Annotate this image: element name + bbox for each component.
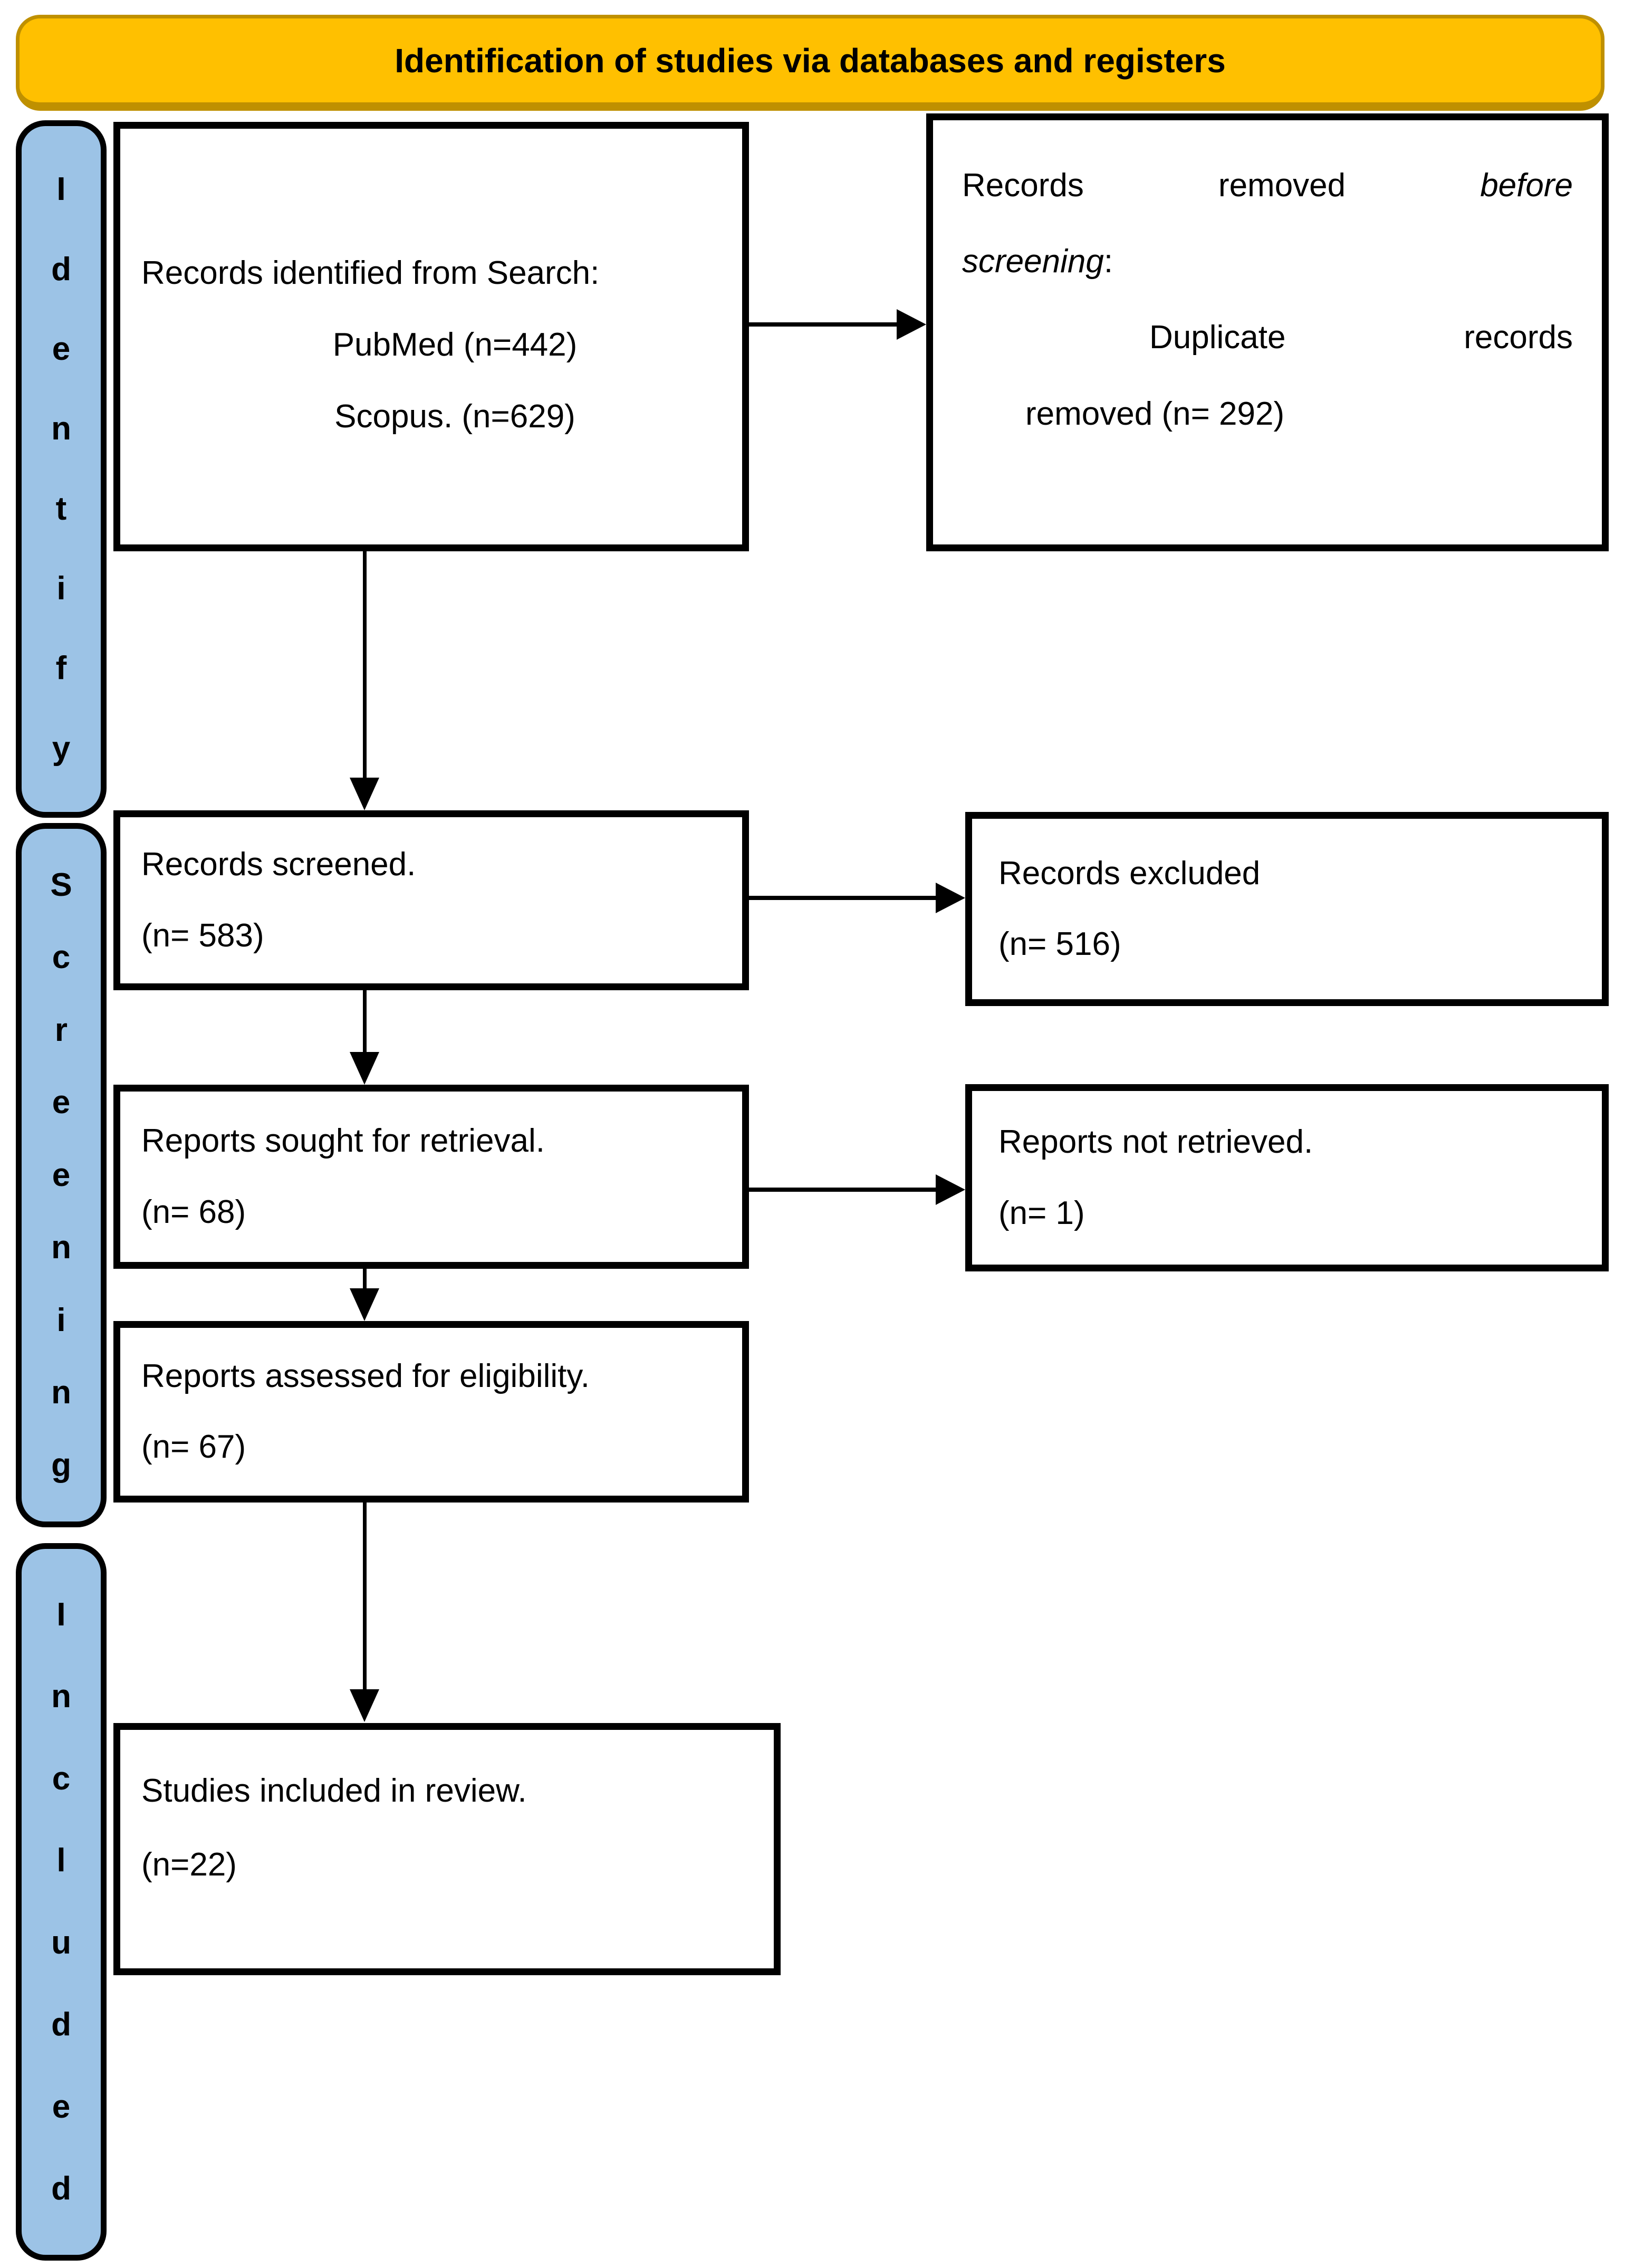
stage-letter: i <box>56 1302 66 1338</box>
reports-not-retrieved-label: Reports not retrieved. <box>998 1124 1313 1161</box>
box-reports-assessed: Reports assessed for eligibility. (n= 67… <box>113 1321 749 1503</box>
stage-letter: n <box>51 1229 71 1266</box>
studies-included-label: Studies included in review. <box>141 1773 527 1809</box>
stage-letter: f <box>55 650 67 687</box>
source-scopus: Scopus. (n=629) <box>334 398 575 435</box>
records-screened-count: (n= 583) <box>141 917 264 954</box>
stage-letter: c <box>52 939 71 975</box>
arrowhead-down-icon <box>350 1052 379 1085</box>
stage-letter: y <box>52 730 71 767</box>
stage-letter: l <box>56 1842 66 1879</box>
records-removed-line2: screening: <box>962 244 1573 280</box>
arrowhead-right-icon <box>897 309 926 340</box>
stage-letter: e <box>52 2088 71 2125</box>
arrow-line <box>363 1268 367 1290</box>
arrow-line <box>363 1502 367 1691</box>
arrow-line <box>363 551 367 779</box>
arrow-line <box>749 896 936 900</box>
arrowhead-down-icon <box>350 1288 379 1321</box>
stage-letter: t <box>55 490 67 527</box>
stage-letter: S <box>50 866 72 903</box>
reports-assessed-label: Reports assessed for eligibility. <box>141 1357 590 1394</box>
stage-letter: n <box>51 1678 71 1715</box>
stage-letter: d <box>51 2006 71 2043</box>
reports-sought-count: (n= 68) <box>141 1193 246 1230</box>
stage-letter: g <box>51 1447 71 1484</box>
records-removed-line1: Records removed before <box>962 167 1573 204</box>
stage-letter: i <box>56 570 66 607</box>
stage-letter: n <box>51 1374 71 1411</box>
arrow-line <box>749 322 903 327</box>
box-records-identified: Records identified from Search: PubMed (… <box>113 122 749 551</box>
records-removed-line3: Duplicate records <box>1149 320 1573 356</box>
stage-letter: I <box>56 171 66 208</box>
reports-assessed-count: (n= 67) <box>141 1429 246 1465</box>
word-italic: screening <box>962 243 1104 280</box>
box-records-screened: Records screened. (n= 583) <box>113 810 749 990</box>
stage-letter: e <box>52 1156 71 1193</box>
studies-included-count: (n=22) <box>141 1846 237 1883</box>
reports-not-retrieved-count: (n= 1) <box>998 1194 1085 1231</box>
arrow-line <box>749 1188 936 1192</box>
word-italic: before <box>1480 167 1573 204</box>
arrowhead-down-icon <box>350 1689 379 1722</box>
stage-letter: n <box>51 410 71 447</box>
stage-letter: e <box>52 330 71 367</box>
stage-letter: d <box>51 2170 71 2207</box>
word: Records <box>962 167 1084 204</box>
stage-letter: r <box>54 1011 68 1048</box>
box-studies-included: Studies included in review. (n=22) <box>113 1723 781 1975</box>
stage-letter: e <box>52 1084 71 1121</box>
records-excluded-count: (n= 516) <box>998 926 1121 962</box>
records-screened-label: Records screened. <box>141 846 416 883</box>
reports-sought-label: Reports sought for retrieval. <box>141 1123 545 1160</box>
banner: Identification of studies via databases … <box>16 15 1604 111</box>
stage-letter: c <box>52 1760 71 1797</box>
stage-letter: d <box>51 251 71 288</box>
records-removed-count: removed (n= 292) <box>1025 395 1285 432</box>
box-reports-not-retrieved: Reports not retrieved. (n= 1) <box>965 1084 1609 1271</box>
arrowhead-down-icon <box>350 778 379 810</box>
diagram-title: Identification of studies via databases … <box>395 41 1226 80</box>
records-excluded-label: Records excluded <box>998 855 1261 892</box>
box-records-excluded: Records excluded (n= 516) <box>965 812 1609 1006</box>
box-records-removed: Records removed before screening: Duplic… <box>926 113 1609 551</box>
stage-letter: I <box>56 1596 66 1633</box>
records-identified-title: Records identified from Search: <box>141 255 600 291</box>
word: removed <box>1218 167 1346 204</box>
arrowhead-right-icon <box>936 883 965 913</box>
arrowhead-right-icon <box>936 1174 965 1205</box>
word: records <box>1464 319 1573 356</box>
source-pubmed: PubMed (n=442) <box>332 327 578 363</box>
colon: : <box>1103 243 1113 280</box>
word: Duplicate <box>1149 319 1286 356</box>
arrow-line <box>363 989 367 1054</box>
box-reports-sought: Reports sought for retrieval. (n= 68) <box>113 1085 749 1269</box>
stage-letter: u <box>51 1924 71 1961</box>
